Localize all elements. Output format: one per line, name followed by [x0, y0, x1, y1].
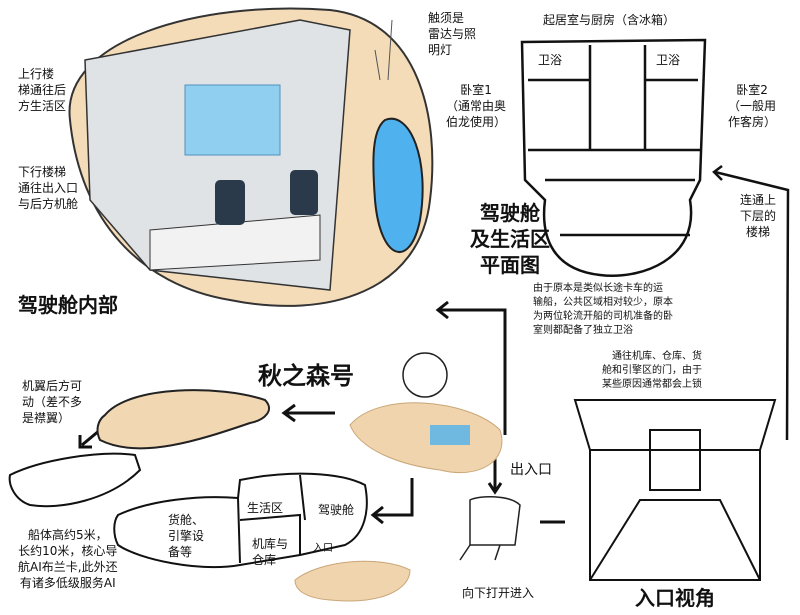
label-living-kitchen: 起居室与厨房（含冰箱）: [543, 13, 676, 27]
entrance-open-note: 向下打开进入: [462, 586, 535, 600]
entrance-door: [459, 495, 521, 561]
door-note: 通往机库、仓库、货 舱和引擎区的门，由于 某些原因通常都会上锁: [602, 351, 702, 390]
section-cargo: 货舱、 引擎设 备等: [168, 513, 205, 559]
ship-cross-section: [113, 472, 368, 568]
label-antenna: 触须是 雷达与照 明灯: [428, 11, 477, 57]
floorplan-note: 由于原本是类似长途卡车的运 输船，公共区域相对较少，原本 为两位轮流开船的司机准…: [533, 283, 673, 336]
ship-illustration: [349, 352, 503, 474]
section-living: 生活区: [247, 501, 284, 515]
entrance-view-title: 入口视角: [635, 586, 715, 610]
cockpit-illustration: [68, 7, 434, 307]
ship-name: 秋之森号: [258, 362, 354, 390]
section-entrance: 入口: [313, 543, 333, 554]
entrance-label: 出入口: [510, 462, 552, 478]
label-up-stairs: 上行楼 梯通往后 方生活区: [18, 67, 67, 113]
section-cockpit: 驾驶舱: [318, 503, 355, 517]
label-bedroom2: 卧室2 （一般用 作客房）: [728, 83, 777, 129]
section-hangar: 机库与 仓库: [252, 537, 289, 567]
label-bath-right: 卫浴: [656, 53, 681, 67]
stairs-arrow: [712, 165, 790, 441]
wing-detail: [8, 389, 270, 508]
label-down-stairs: 下行楼梯 通往出入口 与后方机舱: [18, 165, 79, 211]
entrance-view: [573, 399, 777, 581]
cockpit-title: 驾驶舱内部: [18, 293, 118, 317]
label-bath-left: 卫浴: [538, 53, 563, 67]
size-note: 船体高约5米， 长约10米，核心导 航AI布兰卡,此外还 有诸多低级服务AI: [18, 528, 118, 590]
wing-note: 机翼后方可 动（差不多 是襟翼）: [22, 379, 83, 425]
floorplan-title: 驾驶舱 及生活区 平面图: [470, 201, 550, 277]
label-stairs: 连通上 下层的 楼梯: [740, 193, 777, 239]
hull-sketch: [294, 560, 411, 602]
floorplan-drawing: [520, 38, 707, 277]
label-bedroom1: 卧室1 （通常由奥 伯龙使用）: [446, 83, 507, 129]
